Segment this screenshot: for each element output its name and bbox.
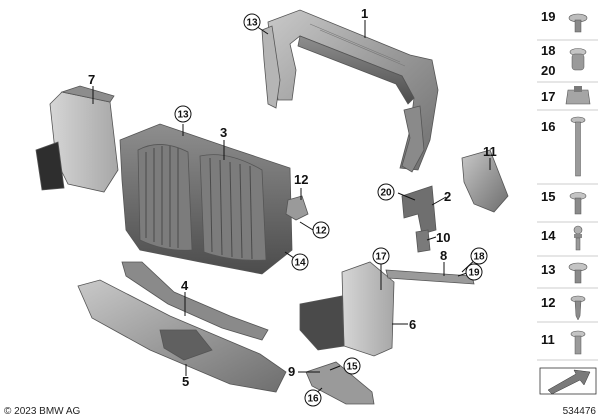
callout-12: 12 <box>294 172 308 187</box>
rod-part <box>385 269 475 285</box>
flange-screw-icon <box>569 192 587 215</box>
circled-callout-13-grille: 13 <box>174 105 192 123</box>
svg-text:17: 17 <box>541 89 555 104</box>
callout-9: 9 <box>288 364 295 379</box>
washer-screw-icon <box>568 13 588 33</box>
ball-stud-icon <box>573 225 583 251</box>
collar-screw-icon <box>568 262 588 284</box>
grille-slats <box>145 146 253 260</box>
tapping-screw-icon <box>570 295 586 321</box>
circled-callout-15: 15 <box>343 357 361 375</box>
small-bracket-part <box>285 195 309 221</box>
legend-row-14: 14 <box>541 225 583 251</box>
circled-callout-17: 17 <box>372 247 390 265</box>
callout-11: 11 <box>483 144 497 159</box>
fastener-legend: 19 18 20 17 16 <box>537 9 598 395</box>
svg-text:16: 16 <box>541 119 555 134</box>
callout-7: 7 <box>88 72 95 87</box>
part-number-labels: 1 7 3 11 12 2 10 8 4 6 5 9 <box>88 6 497 389</box>
bracket-right-part <box>461 149 509 213</box>
air-duct-left-part <box>35 85 119 193</box>
long-bolt-icon <box>570 116 586 177</box>
legend-row-18-20: 18 20 <box>541 43 587 78</box>
svg-text:18: 18 <box>541 43 555 58</box>
svg-text:17: 17 <box>375 252 387 263</box>
legend-row-13: 13 <box>541 262 588 284</box>
svg-text:13: 13 <box>246 18 258 29</box>
svg-text:20: 20 <box>380 188 392 199</box>
legend-row-12: 12 <box>541 295 586 321</box>
svg-text:19: 19 <box>541 9 555 24</box>
lower-air-guide-part <box>77 279 287 393</box>
diagram-number: 534476 <box>563 406 597 417</box>
legend-row-16: 16 <box>541 116 586 177</box>
circled-callout-12: 12 <box>312 221 330 239</box>
copyright-text: © 2023 BMW AG <box>4 406 81 417</box>
svg-text:15: 15 <box>346 362 358 373</box>
expanding-nut-icon <box>569 48 587 71</box>
shroud-strip-part <box>121 261 269 341</box>
svg-text:11: 11 <box>541 332 555 347</box>
svg-text:15: 15 <box>541 189 555 204</box>
circled-callout-20: 20 <box>377 183 395 201</box>
circled-callout-19: 19 <box>465 263 483 281</box>
svg-text:12: 12 <box>541 295 555 310</box>
callout-1: 1 <box>361 6 368 21</box>
callout-4: 4 <box>181 278 189 293</box>
legend-row-17: 17 <box>541 86 591 105</box>
svg-text:19: 19 <box>468 268 480 279</box>
kidney-grille-part <box>119 123 293 275</box>
callout-6: 6 <box>409 317 416 332</box>
callout-10: 10 <box>436 230 450 245</box>
bracket-10-part <box>415 229 431 253</box>
lower-bracket-part <box>305 361 375 405</box>
callout-5: 5 <box>182 374 189 389</box>
orientation-arrow-icon <box>539 367 597 395</box>
circled-callout-16: 16 <box>304 389 322 407</box>
plastic-rivet-icon <box>570 330 586 355</box>
bracket-2-part <box>401 185 437 235</box>
front-end-carrier-part <box>261 9 439 173</box>
svg-text:14: 14 <box>294 258 306 269</box>
legend-row-19: 19 <box>541 9 588 33</box>
circled-callout-18: 18 <box>470 247 488 265</box>
svg-text:12: 12 <box>315 226 327 237</box>
callout-3: 3 <box>220 125 227 140</box>
svg-text:16: 16 <box>307 394 319 405</box>
legend-row-15: 15 <box>541 189 587 215</box>
callout-8: 8 <box>440 248 447 263</box>
callout-2: 2 <box>444 189 451 204</box>
svg-text:14: 14 <box>541 228 556 243</box>
air-duct-right-part <box>299 261 395 357</box>
circled-callout-13-top: 13 <box>243 13 261 31</box>
legend-row-11: 11 <box>541 330 586 355</box>
svg-text:20: 20 <box>541 63 555 78</box>
svg-text:13: 13 <box>541 262 555 277</box>
clip-nut-icon <box>565 86 591 105</box>
circled-callout-14: 14 <box>291 253 309 271</box>
circled-callouts: 13 13 12 14 17 18 19 20 <box>174 13 488 407</box>
svg-text:18: 18 <box>473 252 485 263</box>
svg-text:13: 13 <box>177 110 189 121</box>
